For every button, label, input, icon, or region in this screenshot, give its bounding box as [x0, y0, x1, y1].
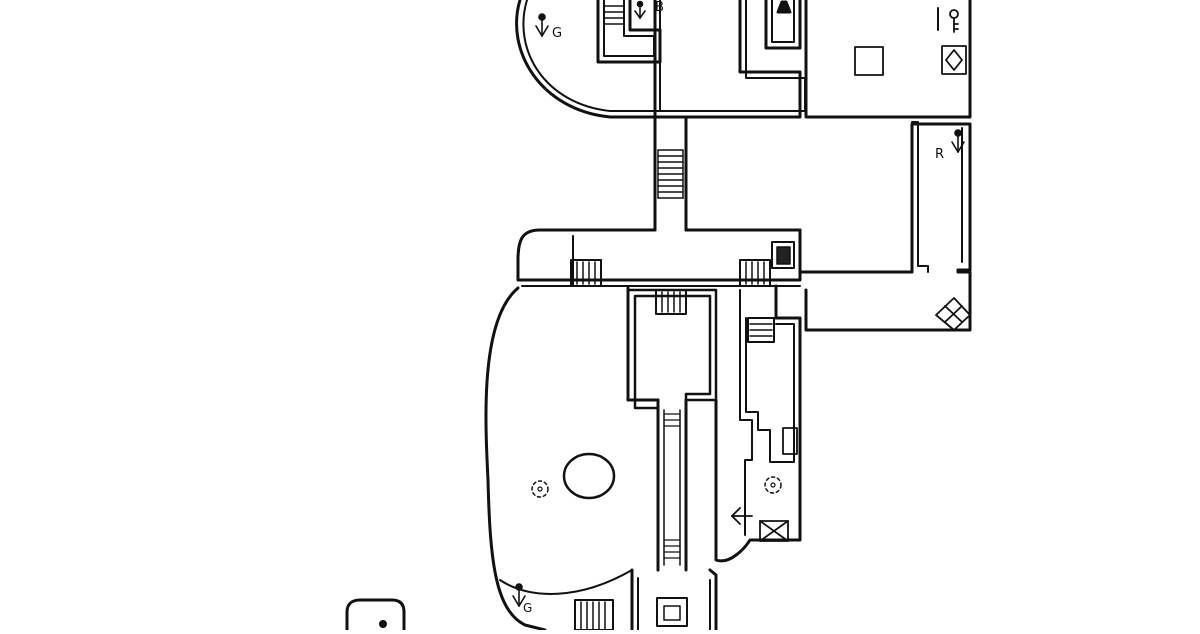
room-small-isolated	[345, 598, 406, 632]
room-middle-large	[684, 115, 972, 332]
label-red-right: R	[935, 147, 944, 162]
arrow-icon	[731, 507, 753, 525]
pit-icon	[562, 452, 616, 500]
bell-icon	[776, 0, 792, 14]
stairs-icon	[749, 323, 773, 337]
door-icon	[776, 246, 791, 265]
stairs-icon	[580, 601, 606, 631]
hallway-centre	[516, 228, 802, 287]
plant-marker-icon	[535, 13, 549, 37]
key-icon	[949, 9, 959, 33]
stairs-icon	[661, 291, 681, 313]
crate-icon	[759, 520, 789, 542]
room-bottom	[574, 568, 718, 632]
pillar-icon	[854, 46, 884, 76]
tower-central	[626, 288, 718, 410]
dashed-circle-icon	[764, 476, 782, 494]
stairwell-lower	[656, 398, 688, 572]
label-blue-top: B	[655, 0, 664, 15]
plant-marker-icon	[512, 583, 526, 607]
stairs-icon	[657, 149, 684, 199]
room-top-right	[804, 0, 972, 119]
label-green-bottom: G	[523, 601, 532, 615]
room-lower-right	[714, 284, 802, 563]
stairs-icon	[663, 413, 681, 559]
room-top-stair-b	[596, 0, 662, 64]
dashed-circle-icon	[531, 480, 549, 498]
corridor-top	[653, 0, 806, 119]
plant-marker-icon	[634, 0, 646, 19]
stairwell-upper	[653, 115, 688, 232]
niche-bell	[764, 0, 802, 50]
crate-diamond-right	[935, 297, 971, 331]
diamond-tile-icon	[941, 45, 967, 75]
stairs-icon	[576, 261, 596, 285]
room-top-left-garden	[515, 0, 661, 119]
label-green-top: G	[552, 26, 562, 41]
stairs-icon	[603, 5, 625, 25]
plant-marker-icon	[951, 129, 965, 153]
stairs-icon	[745, 261, 765, 285]
